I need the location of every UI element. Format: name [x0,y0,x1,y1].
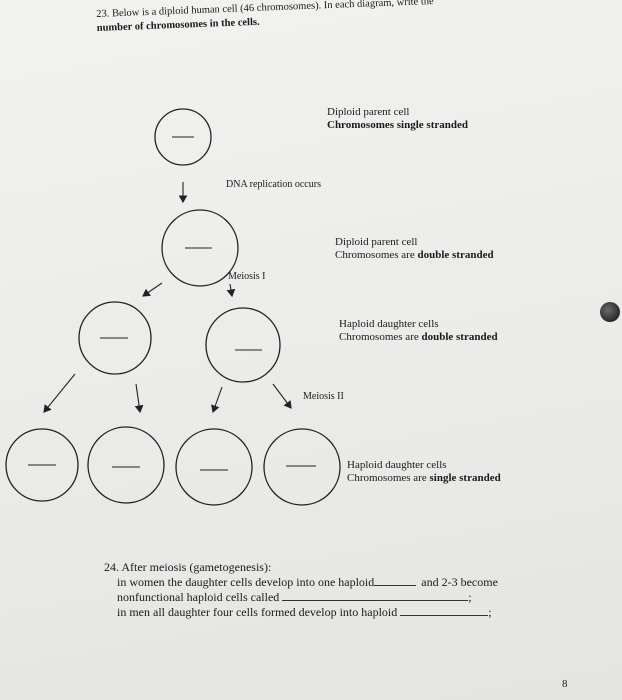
arrow-meiosis2-3 [211,386,223,414]
answer-blank-polar-bodies[interactable] [282,589,469,601]
stage4-desc-a: Chromosomes are [347,472,430,484]
question-24-line3-text: in men all daughter four cells formed de… [117,605,398,619]
meiosis2-label: Meiosis II [303,391,344,402]
meiosis1-label: Meiosis I [228,271,266,282]
arrow-meiosis2-1 [43,373,76,413]
answer-blank-haploid-men[interactable] [400,604,489,616]
question-24-line3: in men all daughter four cells formed de… [117,604,492,619]
stage2-label: Diploid parent cell Chromosomes are doub… [335,236,494,262]
answer-blank-haploid-women[interactable] [374,574,417,586]
cell-stage4-4-circle [263,428,341,506]
question-24: 24. After meiosis (gametogenesis): in wo… [104,560,498,619]
cell-stage3-right-circle [205,307,281,383]
question-24-line2: nonfunctional haploid cells called ; [117,589,472,604]
stage3-title: Haploid daughter cells [339,318,439,330]
stage4-label: Haploid daughter cells Chromosomes are s… [347,459,501,485]
question-24-line1-end: and 2-3 become [421,575,498,589]
stage1-title: Diploid parent cell [327,106,410,118]
arrow-meiosis1-left [142,282,163,297]
arrow-meiosis1-right [226,283,236,298]
cell-stage4-1-circle [5,428,79,502]
question-24-header: 24. After meiosis (gametogenesis): [104,560,272,574]
stage1-desc: Chromosomes single stranded [327,119,468,131]
question-24-line1: in women the daughter cells develop into… [104,574,498,589]
replication-label: DNA replication occurs [226,179,321,190]
stage3-desc-b: double stranded [421,331,498,343]
stage3-desc-a: Chromosomes are [339,331,422,343]
binder-hole [600,302,620,322]
question-24-line2-text: nonfunctional haploid cells called [117,590,280,604]
cell-stage4-2-circle [87,426,165,504]
stage4-title: Haploid daughter cells [347,459,447,471]
arrow-meiosis2-2 [134,383,144,414]
stage2-desc-b: double stranded [417,249,494,261]
stage3-label: Haploid daughter cells Chromosomes are d… [339,318,498,344]
cell-stage1-circle [154,108,212,166]
cell-stage2-circle [161,209,239,287]
stage2-title: Diploid parent cell [335,236,418,248]
cell-stage4-3-circle [175,428,253,506]
question-24-line1-text: in women the daughter cells develop into… [117,575,375,589]
stage1-label: Diploid parent cell Chromosomes single s… [327,106,468,132]
stage2-desc-a: Chromosomes are [335,249,418,261]
arrow-meiosis2-4 [272,383,292,409]
stage4-desc-b: single stranded [429,472,501,484]
cell-stage3-left-circle [78,301,152,375]
page-number: 8 [562,678,568,690]
